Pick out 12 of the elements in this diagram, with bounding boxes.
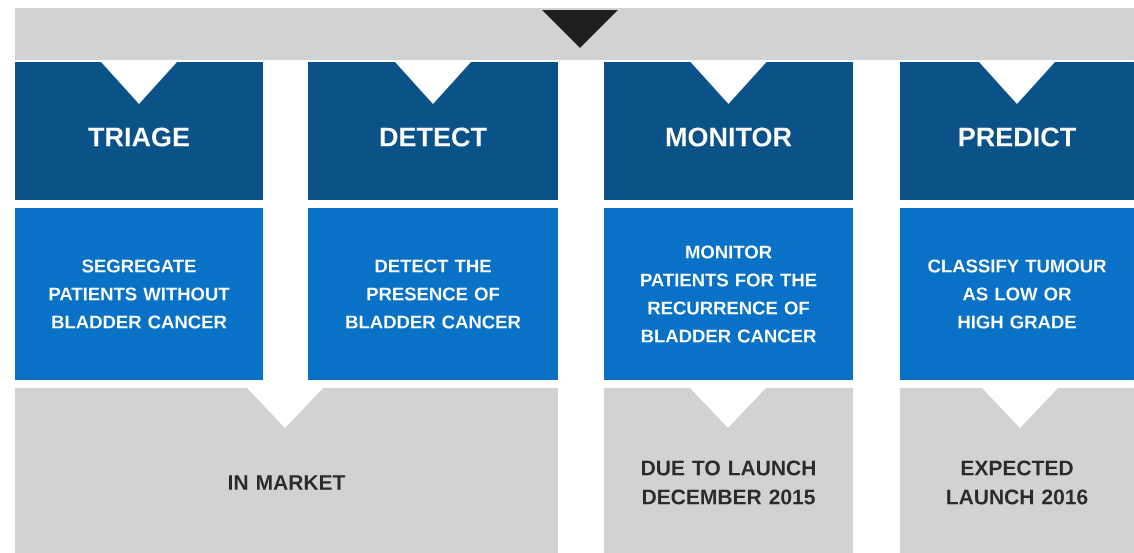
header-box: DETECT xyxy=(308,62,558,200)
status-box: IN MARKET xyxy=(15,388,558,553)
top-band xyxy=(15,8,1134,60)
status-box: DUE TO LAUNCH DECEMBER 2015 xyxy=(604,388,853,553)
description-box: SEGREGATE PATIENTS WITHOUT BLADDER CANCER xyxy=(15,208,263,380)
description-box: MONITOR PATIENTS FOR THE RECURRENCE OF BLADDER CANCER xyxy=(604,208,853,380)
description-box: CLASSIFY TUMOUR AS LOW OR HIGH GRADE xyxy=(900,208,1134,380)
header-box: PREDICT xyxy=(900,62,1134,200)
header-box: MONITOR xyxy=(604,62,853,200)
status-box: EXPECTED LAUNCH 2016 xyxy=(900,388,1134,553)
description-box: DETECT THE PRESENCE OF BLADDER CANCER xyxy=(308,208,558,380)
header-box: TRIAGE xyxy=(15,62,263,200)
